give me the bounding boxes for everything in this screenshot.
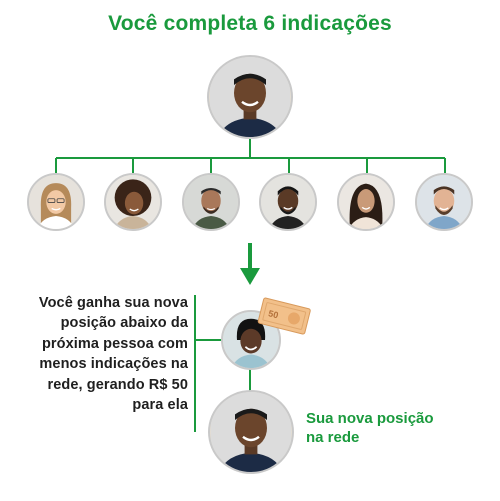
avatar-referral-3 — [182, 173, 240, 231]
new-position-label: Sua nova posição na rede — [306, 410, 434, 446]
svg-text:50: 50 — [267, 308, 279, 320]
avatar-referral-6 — [415, 173, 473, 231]
avatar-root — [207, 55, 293, 139]
avatar-referral-2 — [104, 173, 162, 231]
explanation-text: Você ganha sua nova posição abaixo da pr… — [38, 295, 188, 414]
banknote-icon: 50 — [257, 297, 311, 335]
avatar-referral-1 — [27, 173, 85, 231]
avatar-referral-5 — [337, 173, 395, 231]
avatar-new-position — [208, 390, 294, 474]
down-arrow-icon — [240, 243, 260, 285]
page-title: Você completa 6 indicações — [108, 12, 392, 35]
avatar-referral-4 — [259, 173, 317, 231]
